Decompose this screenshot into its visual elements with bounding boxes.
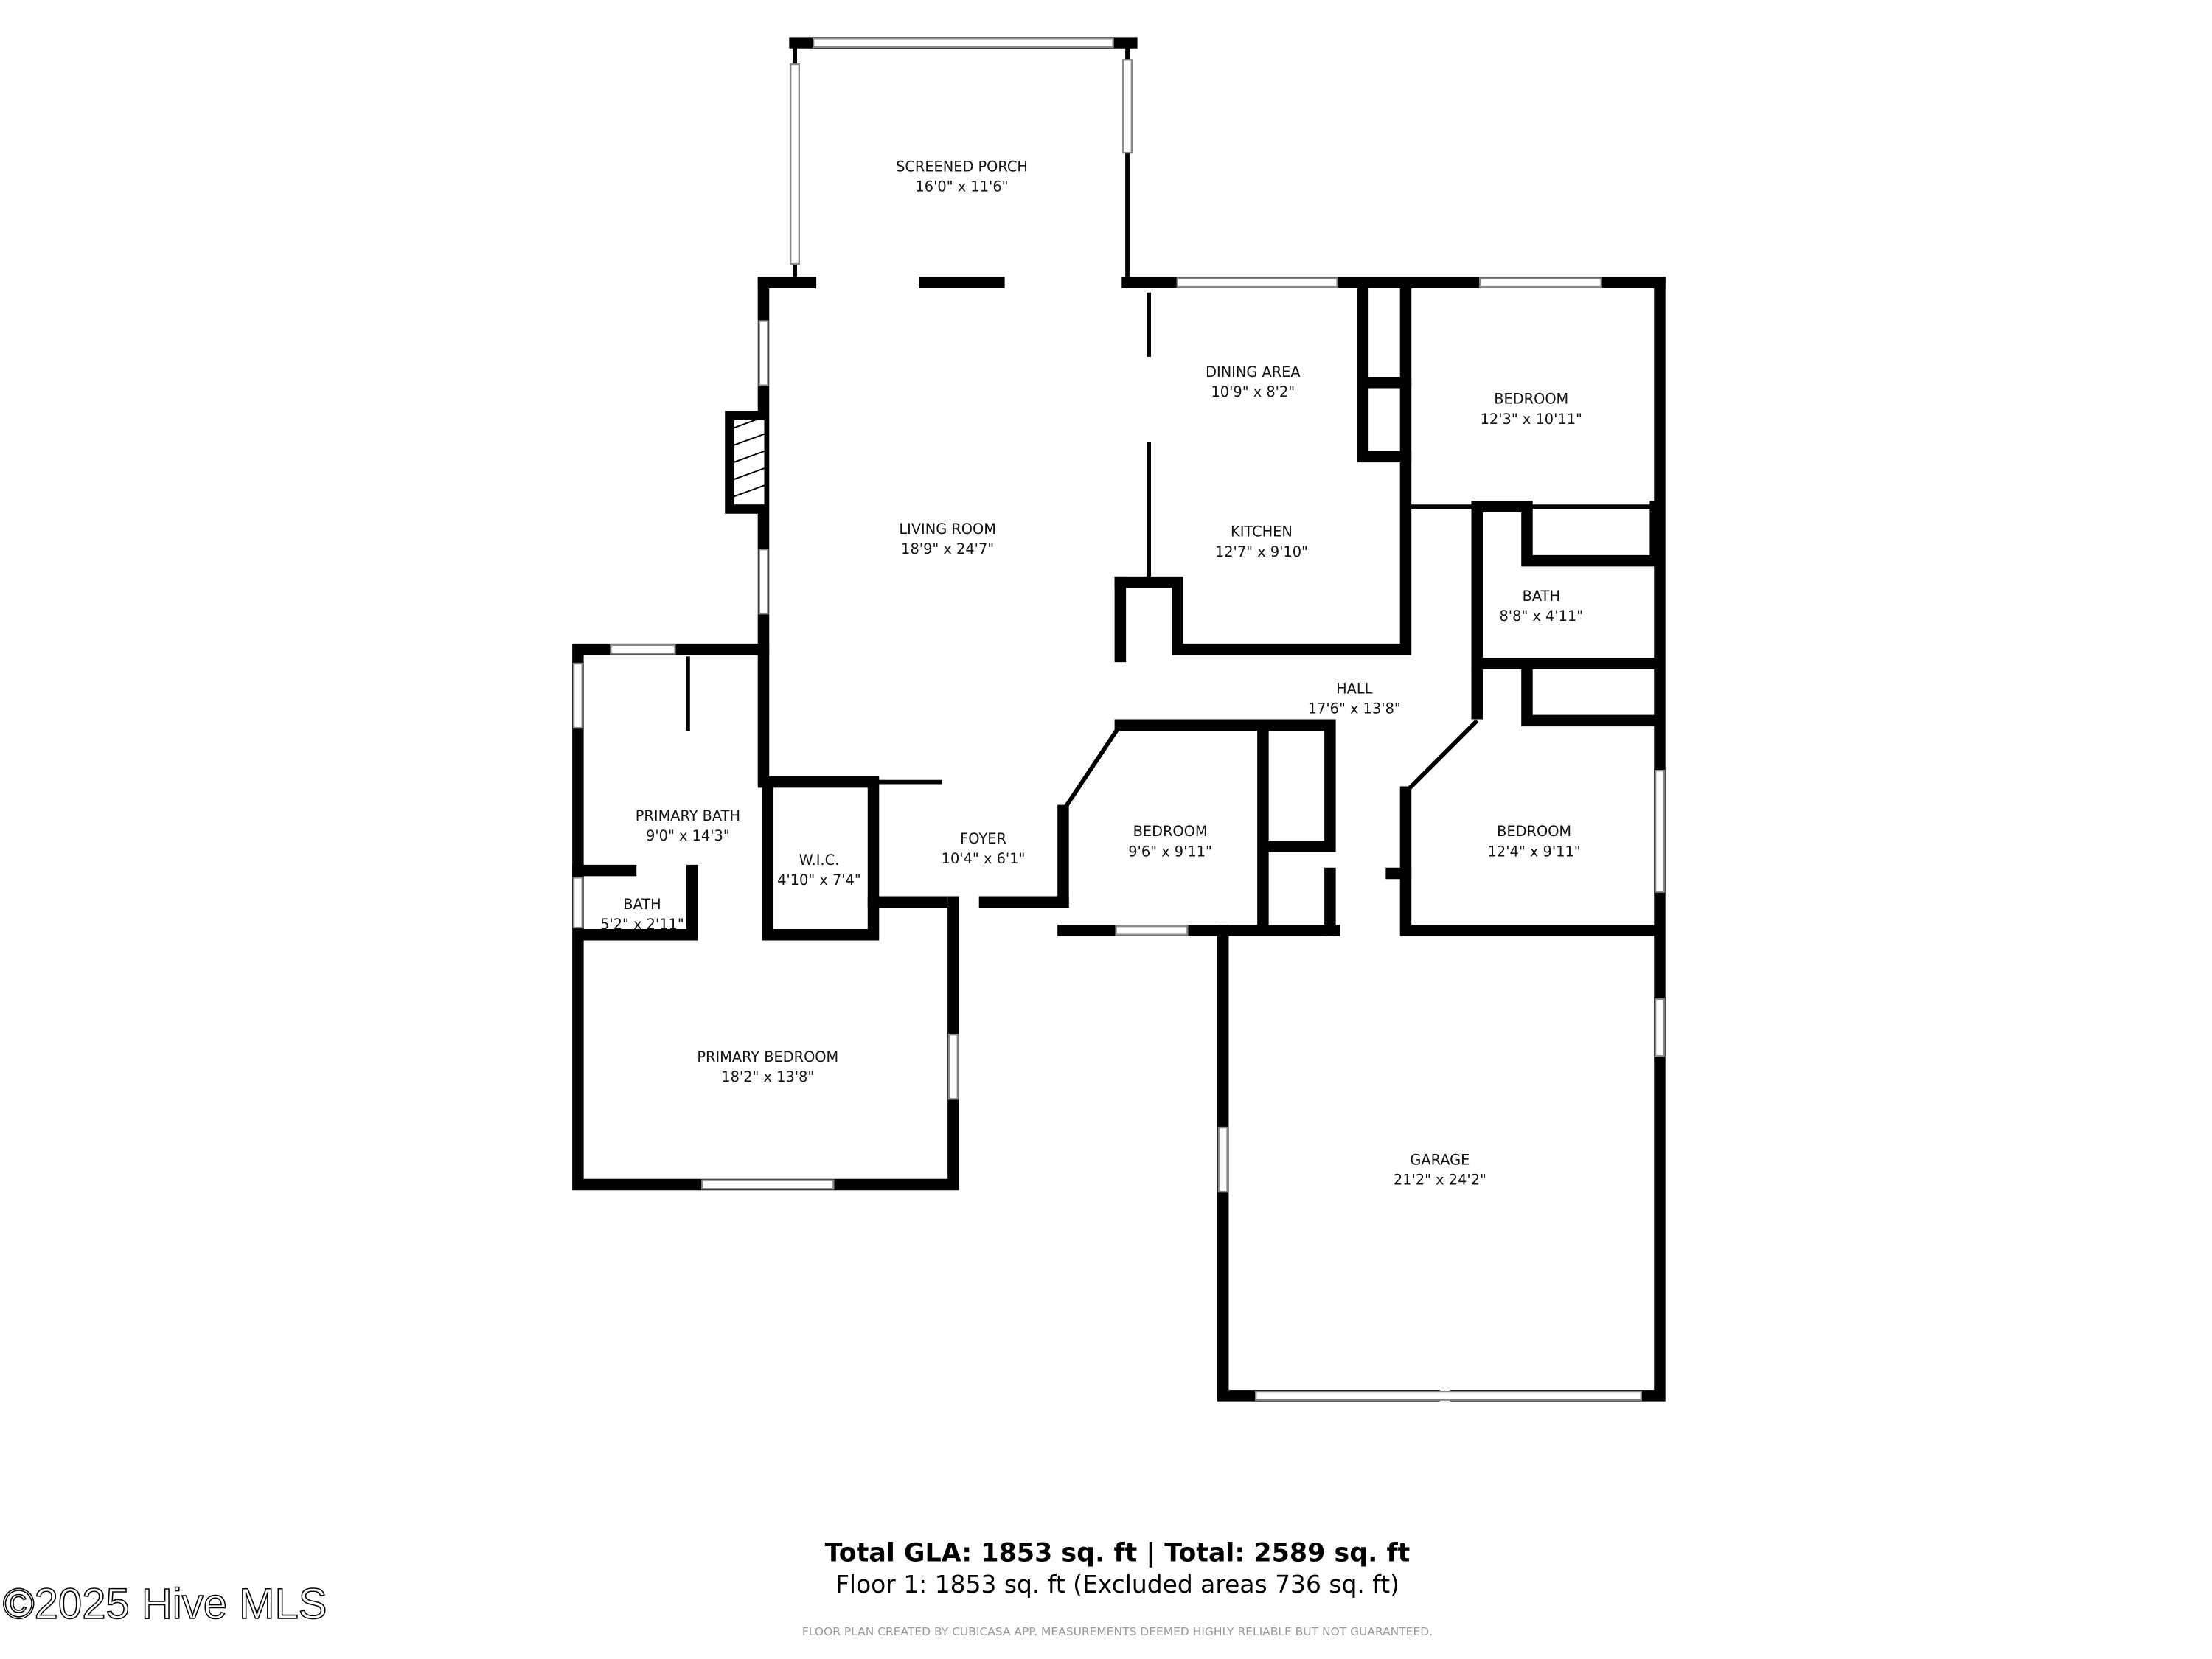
room-size: 21'2" x 24'2" xyxy=(1394,1171,1486,1188)
room-name: PRIMARY BATH xyxy=(636,807,740,824)
room-size: 16'0" x 11'6" xyxy=(916,178,1009,195)
room-name: BEDROOM xyxy=(1494,391,1568,408)
room-size: 9'6" x 9'11" xyxy=(1128,843,1212,860)
room-name: GARAGE xyxy=(1410,1151,1470,1168)
room-size: 8'8" x 4'11" xyxy=(1499,608,1583,625)
room-name: BEDROOM xyxy=(1133,823,1208,840)
walls xyxy=(572,37,1666,1402)
room-name: SCREENED PORCH xyxy=(896,158,1028,175)
room-labels: SCREENED PORCH 16'0" x 11'6" DINING AREA… xyxy=(600,158,1583,1188)
watermark: ©2025 Hive MLS xyxy=(3,1580,327,1628)
room-name: DINING AREA xyxy=(1206,364,1301,380)
room-size: 17'6" x 13'8" xyxy=(1308,700,1401,717)
room-size: 12'7" x 9'10" xyxy=(1215,543,1308,560)
room-name: HALL xyxy=(1336,681,1373,698)
room-size: 18'2" x 13'8" xyxy=(721,1068,814,1085)
room-size: 5'2" x 2'11" xyxy=(600,916,684,933)
room-name: FOYER xyxy=(960,830,1006,847)
total-area: Total GLA: 1853 sq. ft | Total: 2589 sq.… xyxy=(825,1538,1411,1568)
room-size: 10'9" x 8'2" xyxy=(1211,383,1295,400)
room-name: LIVING ROOM xyxy=(899,521,996,538)
room-name: BEDROOM xyxy=(1497,823,1571,840)
room-name: KITCHEN xyxy=(1231,524,1293,540)
room-name: BATH xyxy=(1523,588,1560,605)
disclaimer: FLOOR PLAN CREATED BY CUBICASA APP. MEAS… xyxy=(802,1625,1433,1638)
room-size: 9'0" x 14'3" xyxy=(646,827,730,844)
room-name: PRIMARY BEDROOM xyxy=(697,1048,838,1065)
room-size: 12'3" x 10'11" xyxy=(1481,411,1582,428)
room-size: 4'10" x 7'4" xyxy=(777,872,861,888)
room-size: 18'9" x 24'7" xyxy=(901,540,994,557)
floor-area: Floor 1: 1853 sq. ft (Excluded areas 736… xyxy=(835,1570,1399,1599)
room-name: W.I.C. xyxy=(799,852,840,869)
room-size: 12'4" x 9'11" xyxy=(1488,843,1581,860)
room-size: 10'4" x 6'1" xyxy=(942,850,1026,867)
room-name: BATH xyxy=(623,896,661,913)
